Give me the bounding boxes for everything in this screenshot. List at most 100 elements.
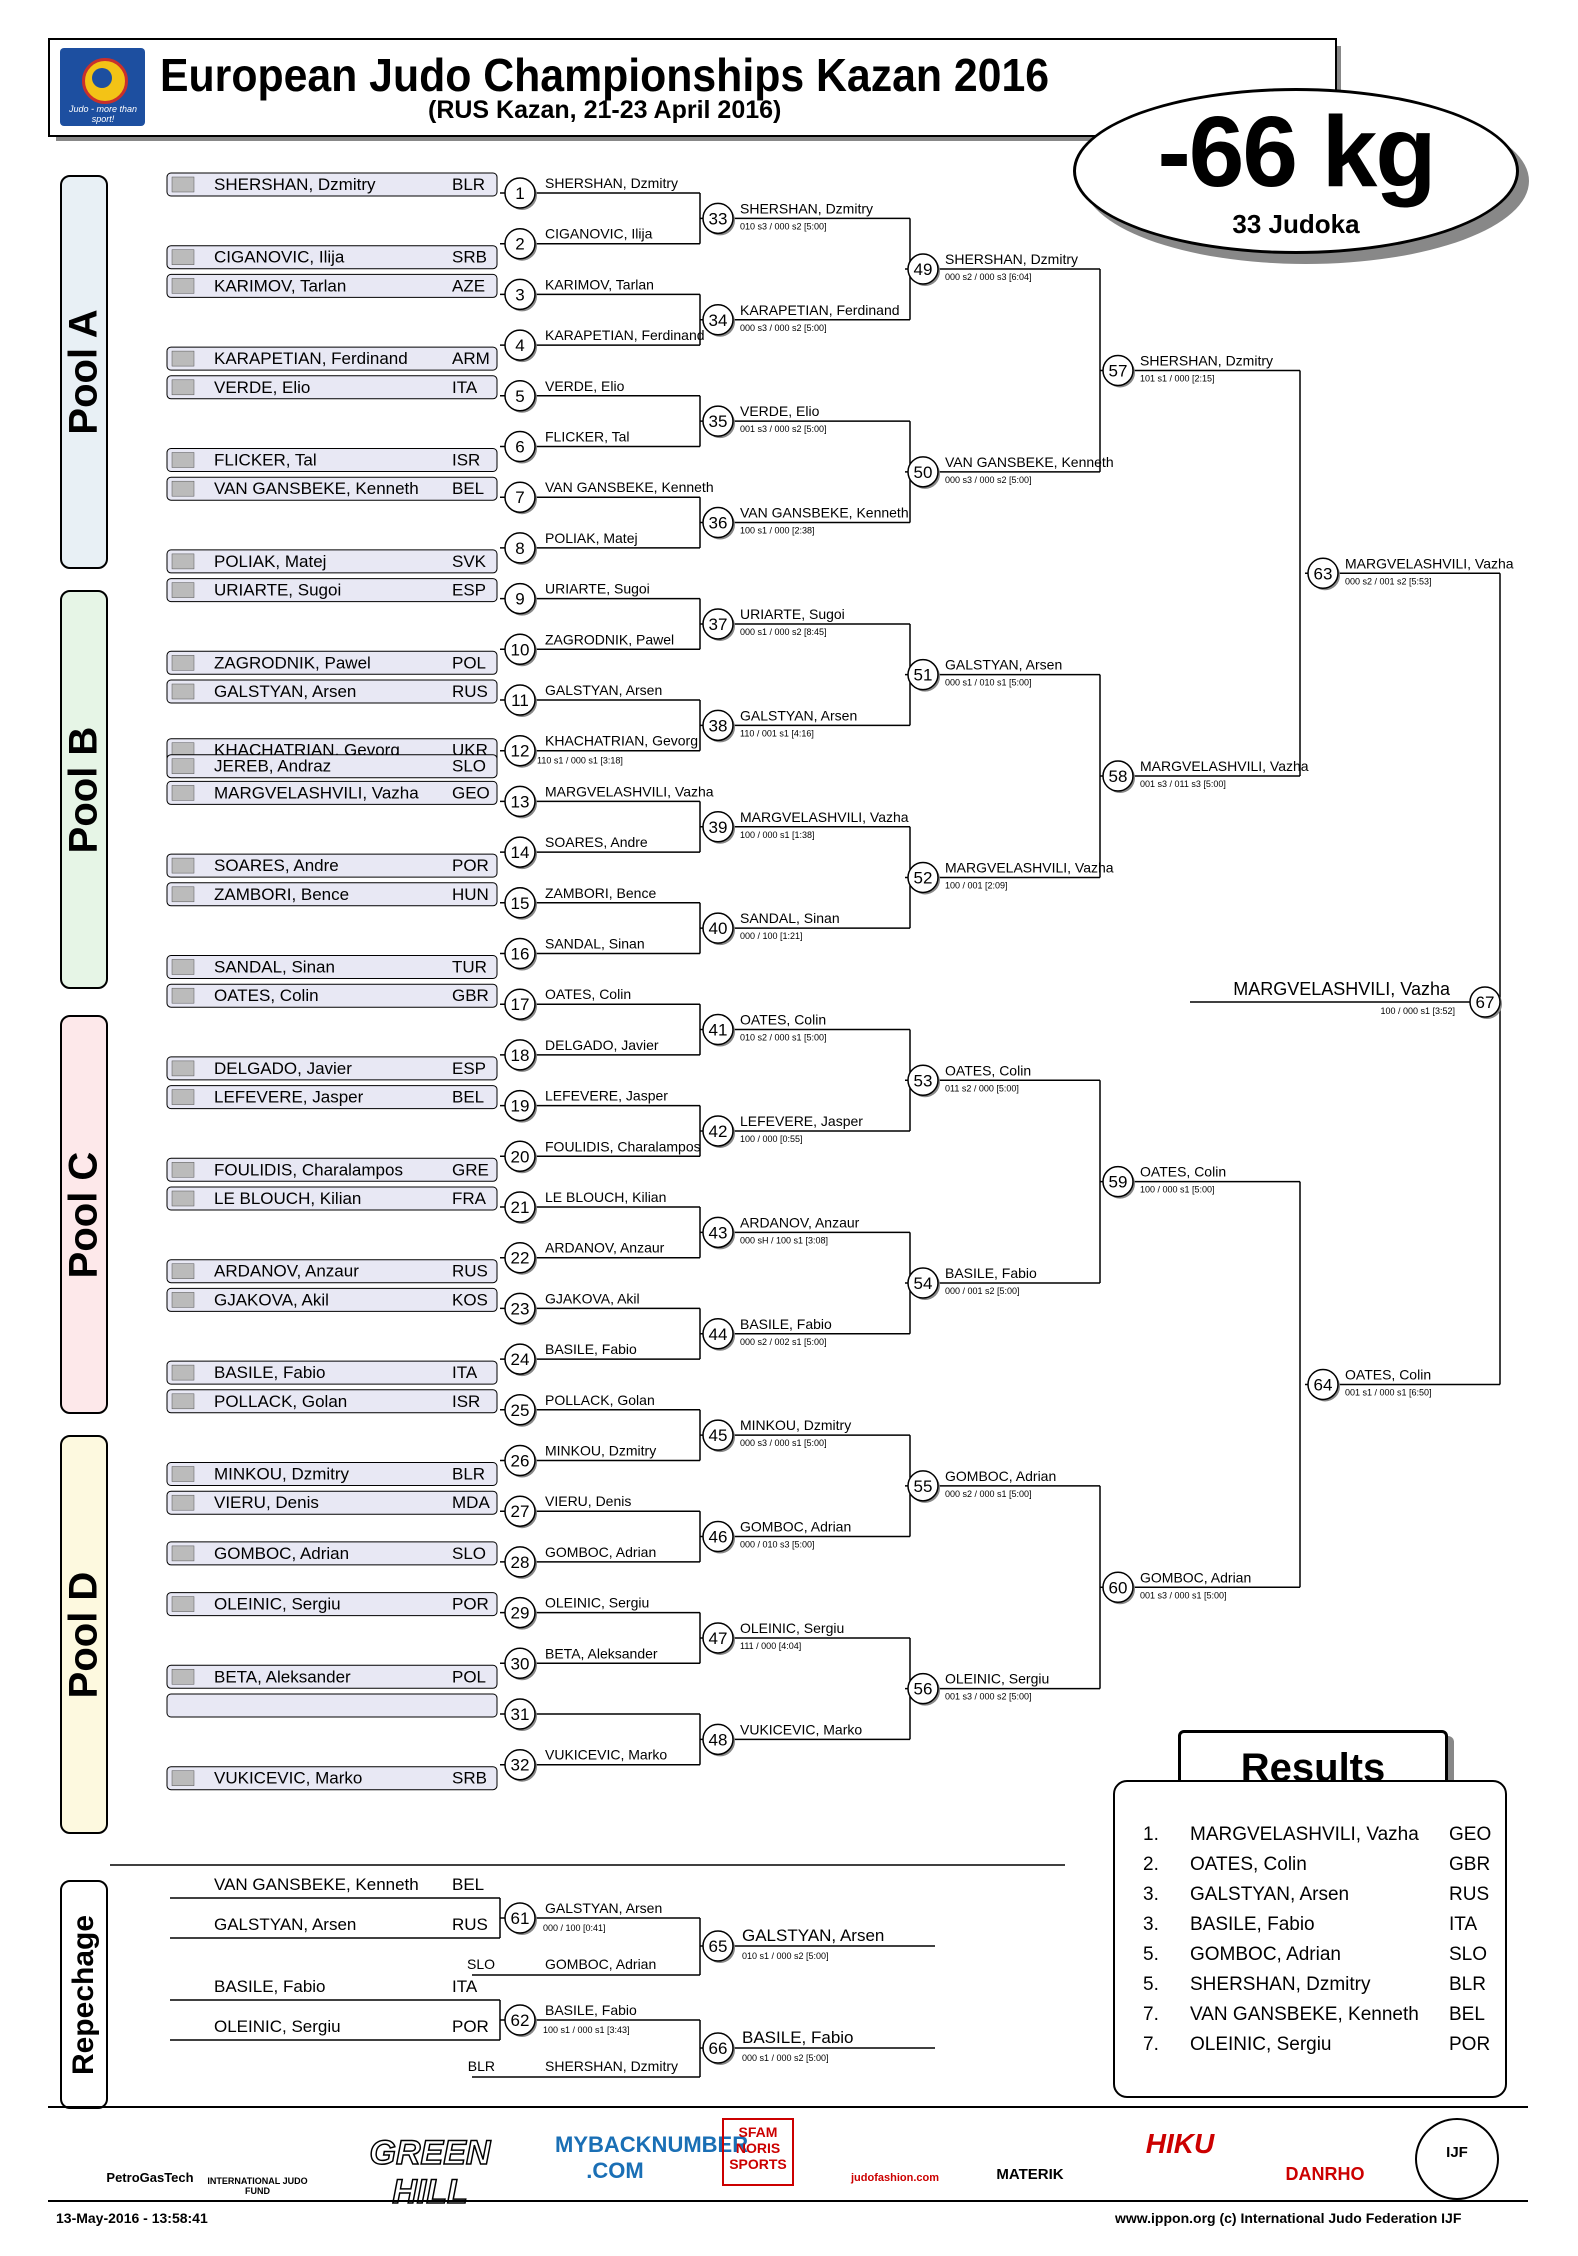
match-33-badge	[702, 202, 734, 235]
r1-winner-name: SHERSHAN, Dzmitry	[545, 175, 678, 191]
country-flag-icon	[171, 655, 195, 671]
r3-winner-name: GALSTYAN, Arsen	[945, 657, 1062, 673]
country-flag-icon	[171, 1466, 195, 1482]
sponsor-hiku: HIKU	[1145, 2128, 1215, 2159]
r2-winner-name: GALSTYAN, Arsen	[740, 707, 857, 723]
repechage-opponent-name: GOMBOC, Adrian	[545, 1956, 656, 1972]
r3-winner-name: MARGVELASHVILI, Vazha	[945, 859, 1114, 875]
athlete-box	[166, 882, 498, 907]
r1-winner-name: BASILE, Fabio	[545, 1341, 637, 1357]
repechage-score: 000 / 100 [0:41]	[543, 1923, 606, 1933]
athlete-box	[166, 1766, 498, 1791]
r1-winner-name: POLLACK, Golan	[545, 1392, 655, 1408]
weight-class-badge: -66 kg 33 Judoka	[1073, 88, 1519, 254]
result-name: OATES, Colin	[1190, 1854, 1307, 1875]
athlete-country: POR	[452, 1595, 489, 1614]
match-60-badge	[1102, 1571, 1134, 1603]
r2-winner-name: LEFEVERE, Jasper	[740, 1113, 863, 1129]
r1-winner-name: GOMBOC, Adrian	[545, 1544, 656, 1560]
athlete-box	[166, 346, 498, 371]
athlete-country: HUN	[452, 885, 489, 904]
sponsor-mybacknumber: MYBACKNUMBER .COM	[555, 2132, 749, 2183]
athlete-box	[166, 1085, 498, 1110]
r2-score: 000 / 100 [1:21]	[740, 931, 803, 941]
r4-score: 001 s3 / 011 s3 [5:00]	[1140, 779, 1226, 789]
logo-tagline: Judo - more than sport!	[68, 104, 138, 124]
r1-winner-name: VAN GANSBEKE, Kenneth	[545, 479, 714, 495]
match-64-badge-number: 64	[1314, 1375, 1333, 1394]
match-59-badge-number: 59	[1109, 1173, 1128, 1192]
match-49-badge-number: 49	[914, 260, 933, 279]
athlete-box	[166, 172, 498, 197]
athlete-name: GOMBOC, Adrian	[214, 1544, 349, 1563]
athlete-box	[166, 1592, 498, 1617]
sponsor-materik: MATERIK	[996, 2166, 1064, 2183]
r1-winner-name: CIGANOVIC, Ilija	[545, 226, 653, 242]
match-4-badge	[504, 329, 536, 361]
sponsor-judofashion: judofashion.com	[851, 2172, 939, 2184]
r2-score: 001 s3 / 000 s2 [5:00]	[740, 424, 827, 434]
athlete-box	[166, 754, 498, 779]
r5-winner-name: MARGVELASHVILI, Vazha	[1345, 555, 1514, 571]
country-flag-icon	[171, 1162, 195, 1178]
match-41-badge-number: 41	[709, 1021, 728, 1040]
athlete-box	[166, 245, 498, 270]
r3-score: 000 s2 / 000 s1 [5:00]	[945, 1489, 1032, 1499]
match-5-badge-number: 5	[515, 387, 524, 406]
athlete-name: POLIAK, Matej	[214, 552, 326, 571]
athlete-name: POLLACK, Golan	[214, 1392, 347, 1411]
match-40-badge	[702, 912, 734, 944]
match-31-badge-number: 31	[511, 1705, 530, 1724]
country-flag-icon	[171, 987, 195, 1004]
athlete-country: ESP	[452, 581, 486, 600]
match-46-badge	[702, 1520, 734, 1553]
match-14-badge	[504, 836, 536, 868]
r4-score: 001 s3 / 000 s1 [5:00]	[1140, 1590, 1227, 1600]
r1-winner-name: VIERU, Denis	[545, 1493, 631, 1509]
r2-winner-name: URIARTE, Sugoi	[740, 606, 845, 622]
r2-winner-name: OATES, Colin	[740, 1012, 826, 1028]
country-flag-icon	[171, 785, 195, 801]
match-37-badge-number: 37	[709, 615, 728, 634]
country-flag-icon	[171, 683, 195, 700]
r3-score: 100 / 001 [2:09]	[945, 880, 1008, 890]
match-23-badge	[504, 1292, 536, 1325]
athlete-country: RUS	[452, 682, 488, 701]
final-winner-name: MARGVELASHVILI, Vazha	[1233, 979, 1451, 999]
match-9-badge	[504, 582, 536, 615]
sponsor-danrho: DANRHO	[1285, 2164, 1365, 2184]
athlete-country: RUS	[452, 1262, 488, 1281]
athlete-country: SLO	[452, 757, 486, 776]
country-flag-icon	[171, 758, 195, 774]
r1-winner-name: KARAPETIAN, Ferdinand	[545, 327, 705, 343]
athlete-country: FRA	[452, 1189, 487, 1208]
match-18-badge	[504, 1039, 536, 1071]
result-country: BLR	[1449, 1974, 1486, 1995]
result-country: SLO	[1449, 1944, 1488, 1965]
r3-score: 000 s2 / 000 s3 [6:04]	[945, 272, 1032, 282]
match-30-badge-number: 30	[511, 1654, 530, 1673]
match-42-badge	[702, 1115, 734, 1147]
r1-score: 110 s1 / 000 s1 [3:18]	[537, 756, 623, 766]
ijf-logo: Judo - more than sport!	[60, 48, 145, 126]
match-41-badge	[702, 1013, 734, 1046]
r2-score: 010 s2 / 000 s1 [5:00]	[740, 1033, 827, 1043]
country-flag-icon	[171, 857, 195, 874]
athlete-country: TUR	[452, 958, 487, 977]
r4-winner-name: OATES, Colin	[1140, 1164, 1226, 1180]
match-15-badge	[504, 887, 536, 919]
athlete-box	[166, 1389, 498, 1414]
page-subtitle: (RUS Kazan, 21-23 April 2016)	[428, 96, 782, 124]
result-rank: 1.	[1143, 1824, 1159, 1845]
r2-winner-name: SHERSHAN, Dzmitry	[740, 200, 873, 216]
sponsor-ijf-fund: INTERNATIONAL JUDO FUND	[207, 2176, 308, 2196]
match-6-badge-number: 6	[515, 438, 524, 457]
r3-score: 000 / 001 s2 [5:00]	[945, 1286, 1020, 1296]
match-29-badge	[504, 1596, 536, 1629]
country-flag-icon	[171, 379, 195, 396]
r1-winner-name: OATES, Colin	[545, 986, 631, 1002]
footer-site: www.ippon.org (c) International Judo Fed…	[1115, 2210, 1462, 2226]
match-9-badge-number: 9	[515, 590, 524, 609]
